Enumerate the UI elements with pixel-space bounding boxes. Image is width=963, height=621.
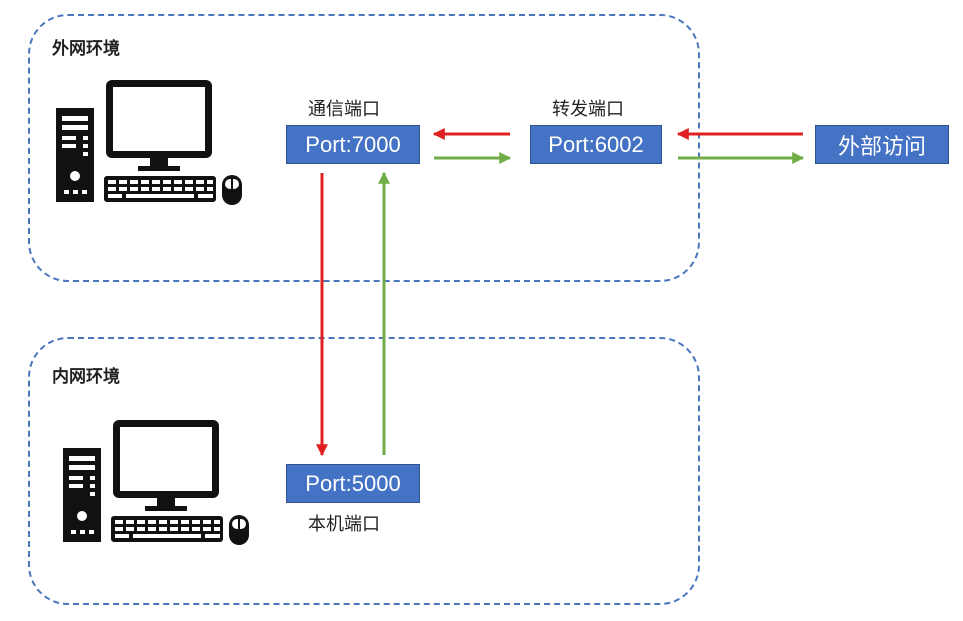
desktop-computer-icon (63, 420, 249, 545)
internal-network-zone (28, 337, 700, 605)
forward-port-caption: 转发端口 (552, 99, 624, 120)
forward-port-box: Port:6002 (530, 125, 662, 164)
internal-network-title: 内网环境 (52, 367, 120, 387)
comm-port-caption: 通信端口 (308, 99, 380, 120)
desktop-computer-icon (56, 80, 242, 205)
external-network-title: 外网环境 (52, 39, 120, 59)
local-port-box: Port:5000 (286, 464, 420, 503)
external-access-box: 外部访问 (815, 125, 949, 164)
external-network-zone (28, 14, 700, 282)
local-port-caption: 本机端口 (308, 514, 380, 535)
comm-port-box: Port:7000 (286, 125, 420, 164)
